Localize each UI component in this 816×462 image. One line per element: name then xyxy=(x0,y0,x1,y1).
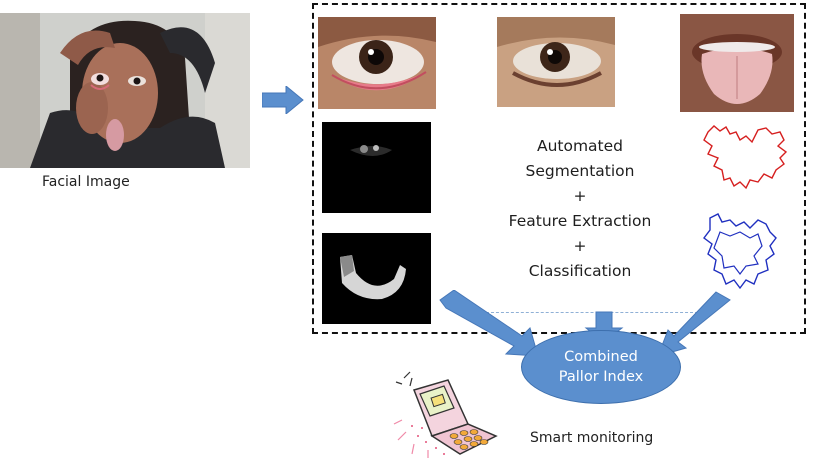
step-segmentation: Segmentation xyxy=(525,162,635,180)
connector-line xyxy=(486,312,698,313)
pipeline-boundary xyxy=(312,3,806,334)
combined-pallor-index: Combined Pallor Index xyxy=(521,330,681,404)
smart-monitoring-label: Smart monitoring xyxy=(530,430,654,446)
step-plus-1: + xyxy=(573,187,587,205)
segmented-eye-2 xyxy=(322,233,431,324)
tongue-contour-outer xyxy=(703,125,788,190)
facial-image xyxy=(0,13,250,168)
mobile-phone-icon xyxy=(393,371,498,458)
eye-image-right xyxy=(497,17,615,107)
result-line-1: Combined xyxy=(564,349,638,365)
facial-image-label: Facial Image xyxy=(42,174,130,190)
tongue-contour-inner xyxy=(703,213,777,290)
step-automated: Automated xyxy=(536,137,624,155)
pipeline-steps: Automated Segmentation + Feature Extract… xyxy=(480,134,680,284)
eye-image-left xyxy=(318,17,436,109)
step-plus-2: + xyxy=(573,237,587,255)
block-arrow-icon xyxy=(262,86,304,114)
step-feature-extraction: Feature Extraction xyxy=(508,212,652,230)
step-classification: Classification xyxy=(528,262,632,280)
tongue-image xyxy=(680,14,794,112)
segmented-eye-1 xyxy=(322,122,431,213)
result-line-2: Pallor Index xyxy=(558,369,644,385)
